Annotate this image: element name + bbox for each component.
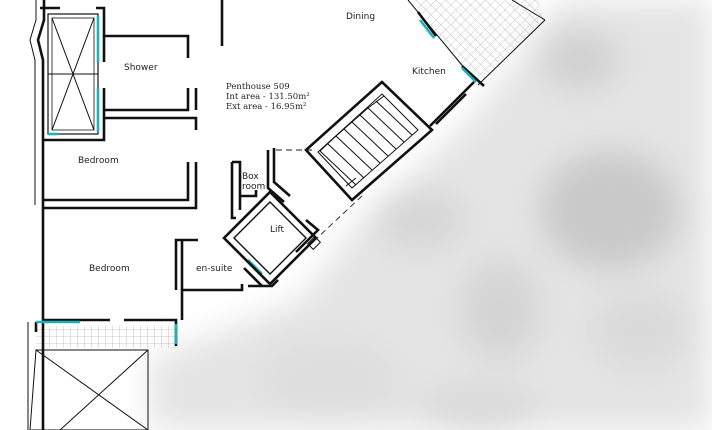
interior-walls [40, 0, 485, 346]
room-label-kitchen: Kitchen [412, 67, 446, 77]
balcony-bottom [29, 326, 176, 430]
lift-shaft [222, 190, 322, 288]
room-label-box-room-line2: room [242, 182, 265, 192]
room-label-shower: Shower [124, 63, 158, 73]
room-label-bedroom-lower: Bedroom [89, 264, 130, 274]
room-label-lift: Lift [270, 225, 285, 235]
unit-name: Penthouse 509 [226, 82, 290, 92]
windows-cyan [36, 19, 477, 344]
room-label-en-suite: en-suite [196, 264, 233, 274]
staircase [304, 80, 434, 202]
room-label-dining: Dining [346, 12, 375, 22]
exterior-wall-left [27, 0, 46, 430]
room-label-box-room-line1: Box [242, 172, 259, 182]
window-bay-top-left [47, 13, 100, 136]
blurred-region [150, 0, 712, 430]
unit-int-area: Int area - 131.50m² [226, 92, 310, 102]
unit-ext-area: Ext area - 16.95m² [226, 102, 306, 112]
room-label-bedroom-upper: Bedroom [78, 156, 119, 166]
